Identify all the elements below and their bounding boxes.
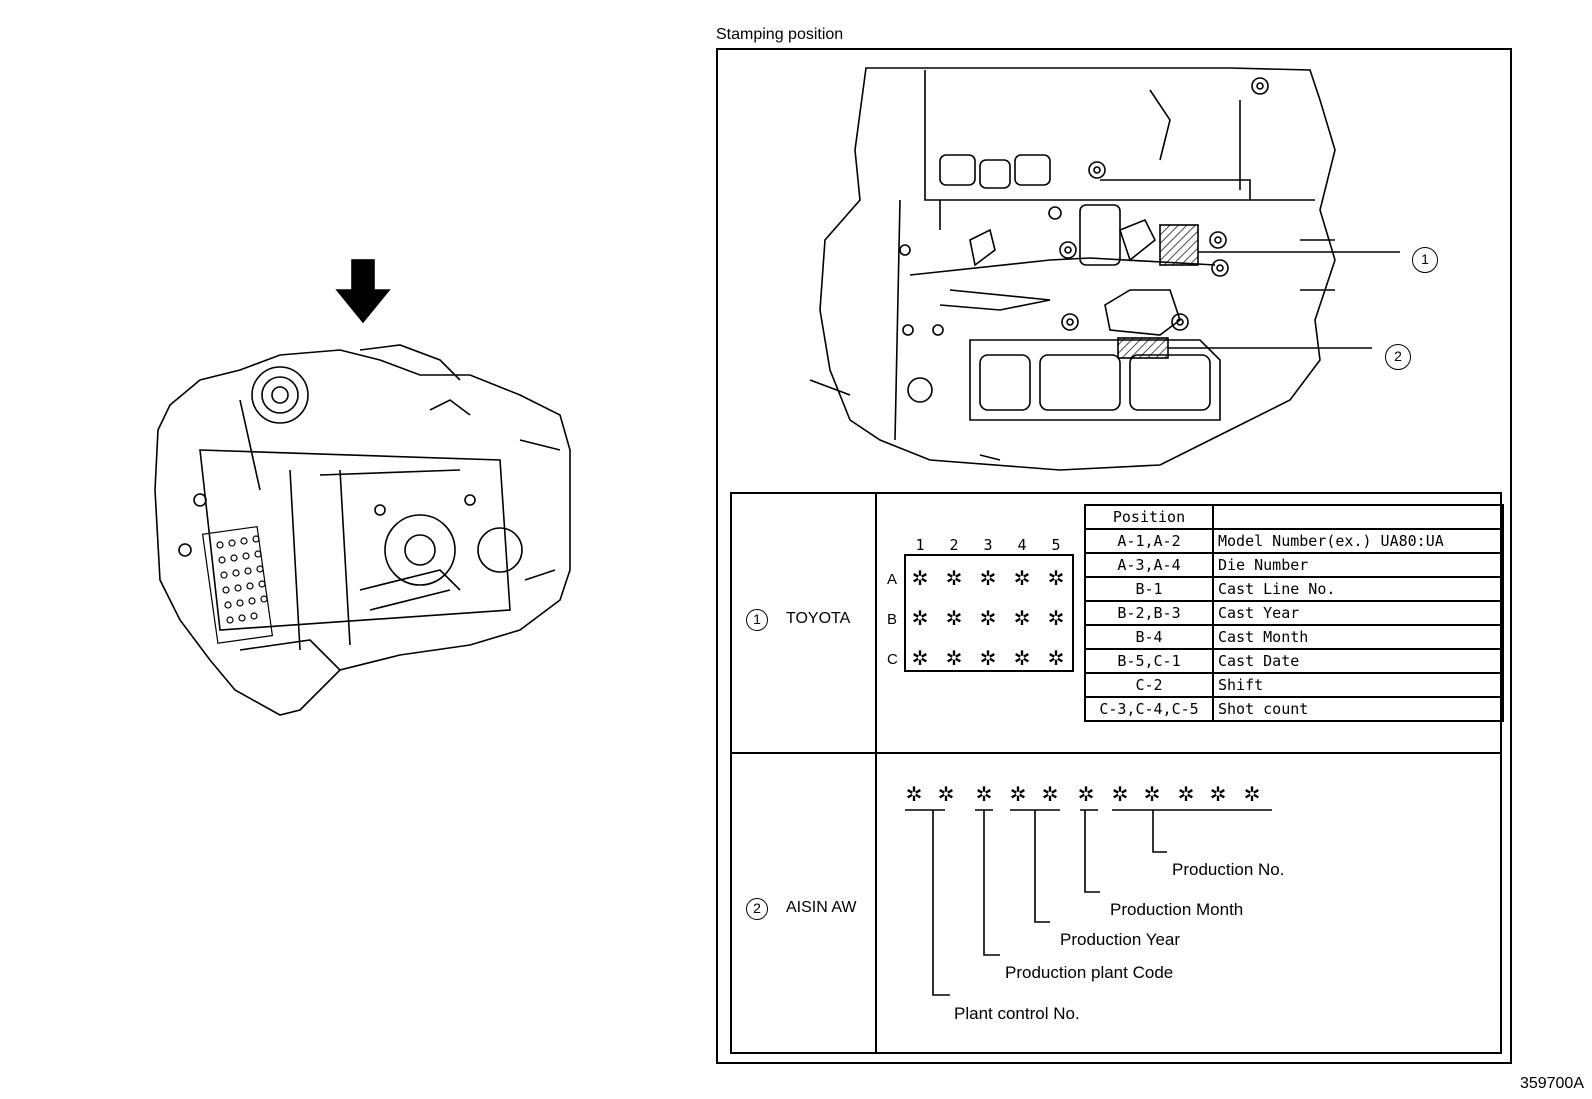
table-cell: Model Number(ex.) UA80:UA bbox=[1212, 528, 1504, 554]
case-drawing bbox=[809, 67, 1400, 471]
aisin-mark: ✲ bbox=[975, 784, 993, 806]
aisin-mark: ✲ bbox=[1041, 784, 1059, 806]
table-cell: Cast Line No. bbox=[1212, 576, 1504, 602]
stamp-mark: ✲ bbox=[945, 568, 963, 590]
stamp-mark: ✲ bbox=[1013, 608, 1031, 630]
stamp-mark: ✲ bbox=[979, 568, 997, 590]
column-header: 4 bbox=[1017, 536, 1027, 554]
aisin-mark: ✲ bbox=[1009, 784, 1027, 806]
production-month-label: Production Month bbox=[1110, 900, 1244, 919]
column-header: 1 bbox=[915, 536, 925, 554]
table-cell: B-4 bbox=[1084, 624, 1214, 650]
stamp-area-1 bbox=[1159, 224, 1199, 266]
table-cell: C-3,C-4,C-5 bbox=[1084, 696, 1214, 722]
aisin-mark: ✲ bbox=[905, 784, 923, 806]
stamp-mark: ✲ bbox=[1047, 648, 1065, 670]
stamp-mark: ✲ bbox=[1047, 568, 1065, 590]
aisin-mark: ✲ bbox=[1111, 784, 1129, 806]
production-no-label: Production No. bbox=[1172, 860, 1285, 879]
aisin-mark: ✲ bbox=[1177, 784, 1195, 806]
stamp-mark: ✲ bbox=[945, 608, 963, 630]
plant-control-no-label: Plant control No. bbox=[954, 1004, 1080, 1023]
table-header bbox=[1212, 504, 1504, 530]
stamp-mark: ✲ bbox=[911, 608, 929, 630]
table-cell: Cast Date bbox=[1212, 648, 1504, 674]
row-divider bbox=[730, 752, 1502, 754]
stamp-grid bbox=[904, 554, 1074, 672]
aisin-number: 2 bbox=[746, 898, 768, 920]
table-header: Position bbox=[1084, 504, 1214, 530]
stamp-mark: ✲ bbox=[1013, 568, 1031, 590]
callout-1: 1 bbox=[1412, 247, 1438, 273]
stamp-mark: ✲ bbox=[1047, 608, 1065, 630]
row-header: B bbox=[887, 611, 898, 628]
stamp-mark: ✲ bbox=[911, 568, 929, 590]
column-divider bbox=[875, 492, 877, 1054]
callout-2: 2 bbox=[1385, 344, 1411, 370]
table-cell: A-1,A-2 bbox=[1084, 528, 1214, 554]
table-cell: Die Number bbox=[1212, 552, 1504, 578]
table-cell: Shot count bbox=[1212, 696, 1504, 722]
column-header: 5 bbox=[1051, 536, 1061, 554]
table-cell: Cast Year bbox=[1212, 600, 1504, 626]
aisin-mark: ✲ bbox=[1077, 784, 1095, 806]
stamping-position-caption: Stamping position bbox=[716, 26, 844, 43]
diagram-frame bbox=[716, 48, 1512, 1064]
aisin-leader-lines bbox=[905, 809, 1272, 996]
table-cell: B-1 bbox=[1084, 576, 1214, 602]
production-year-label: Production Year bbox=[1060, 930, 1181, 949]
column-header: 2 bbox=[949, 536, 959, 554]
info-table-frame bbox=[730, 492, 1502, 1054]
table-cell: Shift bbox=[1212, 672, 1504, 698]
aisin-mark: ✲ bbox=[1243, 784, 1261, 806]
row-header: A bbox=[887, 571, 898, 588]
column-header: 3 bbox=[983, 536, 993, 554]
table-cell: A-3,A-4 bbox=[1084, 552, 1214, 578]
production-plant-code-label: Production plant Code bbox=[1005, 963, 1174, 982]
row-header: C bbox=[887, 651, 898, 668]
table-cell: B-2,B-3 bbox=[1084, 600, 1214, 626]
aisin-mark: ✲ bbox=[1143, 784, 1161, 806]
stamp-mark: ✲ bbox=[945, 648, 963, 670]
toyota-number: 1 bbox=[746, 609, 768, 631]
table-cell: Cast Month bbox=[1212, 624, 1504, 650]
table-cell: C-2 bbox=[1084, 672, 1214, 698]
aisin-label: AISIN AW bbox=[786, 899, 857, 916]
down-arrow-icon bbox=[335, 259, 391, 324]
stamp-mark: ✲ bbox=[911, 648, 929, 670]
aisin-mark: ✲ bbox=[1209, 784, 1227, 806]
toyota-label: TOYOTA bbox=[786, 610, 851, 627]
transmission-illustration bbox=[154, 259, 571, 716]
aisin-mark: ✲ bbox=[937, 784, 955, 806]
stamp-mark: ✲ bbox=[979, 648, 997, 670]
stamp-area-2 bbox=[1117, 337, 1169, 359]
table-cell: B-5,C-1 bbox=[1084, 648, 1214, 674]
table-header-row: Position bbox=[1084, 504, 1504, 530]
stamp-mark: ✲ bbox=[979, 608, 997, 630]
stamp-mark: ✲ bbox=[1013, 648, 1031, 670]
figure-id: 359700A bbox=[1519, 1075, 1584, 1092]
